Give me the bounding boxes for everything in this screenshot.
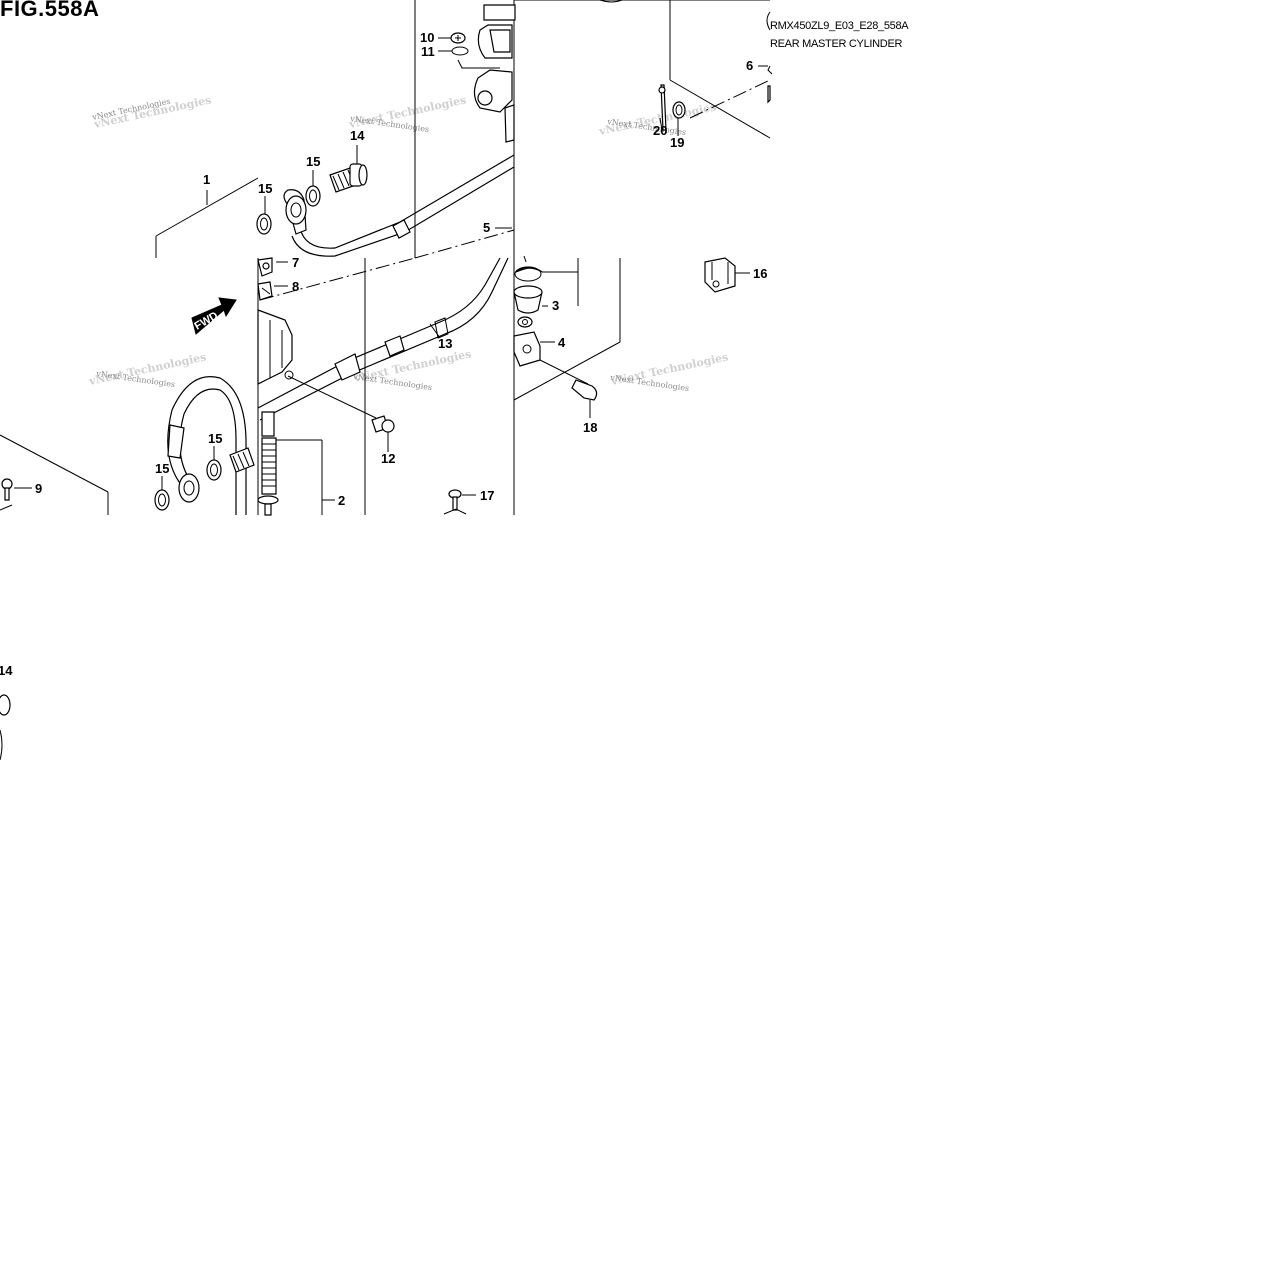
callout-18: 18 [583,420,597,435]
callout-15: 15 [258,181,272,196]
union-bolt [329,163,368,193]
callout-14: 14 [350,128,365,143]
bolt-9 [0,478,13,511]
callout-1: 1 [203,172,210,187]
callout-2: 2 [338,493,345,508]
brake-hose-upper [283,154,515,257]
callout-20: 20 [653,123,667,138]
model-code: RMX450ZL9_E03_E28_558A [770,20,909,32]
callout-9: 9 [35,481,42,496]
push-rod-assembly [257,411,279,516]
callout-19: 19 [670,135,684,150]
callout-6: 6 [746,58,753,73]
callout-17: 17 [480,488,494,503]
leader-lines [14,37,768,515]
clevis-assembly [513,255,598,401]
frame-lines [0,0,771,515]
callout-5: 5 [483,220,490,235]
callout-11: 11 [421,44,435,59]
figure-title: FIG.558A [0,0,100,21]
master-cylinder-body [257,257,294,385]
callout-7: 7 [292,255,299,270]
callout-15: 15 [208,431,222,446]
callout-15: 15 [155,461,169,476]
callout-4: 4 [558,335,566,350]
callout-15: 15 [306,154,320,169]
callout-12: 12 [381,451,395,466]
watermarks: vNext Technologies vNext Technologies vN… [87,93,730,393]
callout-10: 10 [420,30,434,45]
callouts: 1 2 3 4 5 6 7 8 9 10 11 12 13 14 14 15 1… [0,30,767,678]
assembly-name: REAR MASTER CYLINDER [770,38,903,50]
brake-hose-13 [257,257,509,421]
bracket-16 [704,257,736,293]
callout-8: 8 [292,279,299,294]
union-bolt-lower [0,694,11,761]
callout-16: 16 [753,266,767,281]
fwd-arrow: FWD [191,297,237,335]
callout-14: 14 [0,663,13,678]
callout-3: 3 [552,298,559,313]
brake-hose-lower [167,376,255,515]
mounting-bolt-12 [371,415,395,433]
callout-13: 13 [438,336,452,351]
gaskets-top [256,32,469,235]
reservoir-assembly [457,4,516,143]
fwd-label: FWD [193,310,221,333]
cotter-pin-and-washer [599,0,773,131]
bolt-17 [443,489,467,515]
